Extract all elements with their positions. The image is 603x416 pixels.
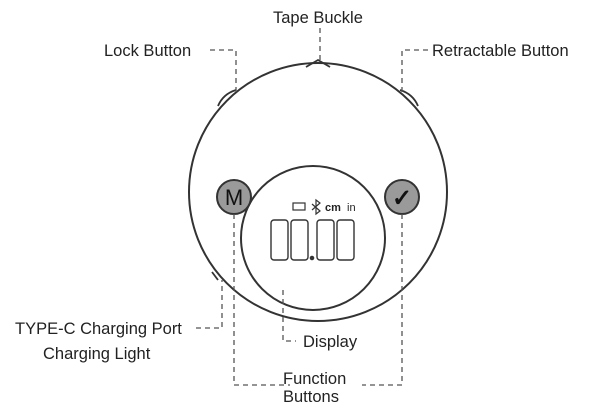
tape-buckle <box>305 58 331 68</box>
m-button-glyph: M <box>225 185 243 210</box>
label-retractable-button: Retractable Button <box>432 42 569 60</box>
label-function-buttons-line1: Function <box>283 370 347 388</box>
unit-cm: cm <box>325 202 341 214</box>
label-tape-buckle: Tape Buckle <box>273 9 363 27</box>
lcd-readout: 00.00 <box>270 219 355 261</box>
display-ring <box>240 165 386 311</box>
battery-icon <box>292 202 306 211</box>
label-type-c-port: TYPE-C Charging Port <box>15 320 182 338</box>
unit-in: in <box>347 202 356 214</box>
leader-lines <box>196 28 428 386</box>
check-button-glyph: ✓ <box>392 185 412 212</box>
type-c-port <box>211 271 219 281</box>
label-charging-light: Charging Light <box>43 345 151 363</box>
bluetooth-icon <box>311 198 321 216</box>
label-display: Display <box>303 333 358 351</box>
lock-button <box>217 89 237 107</box>
label-lock-button: Lock Button <box>104 42 192 60</box>
label-function-buttons-line2: Buttons <box>283 388 339 406</box>
